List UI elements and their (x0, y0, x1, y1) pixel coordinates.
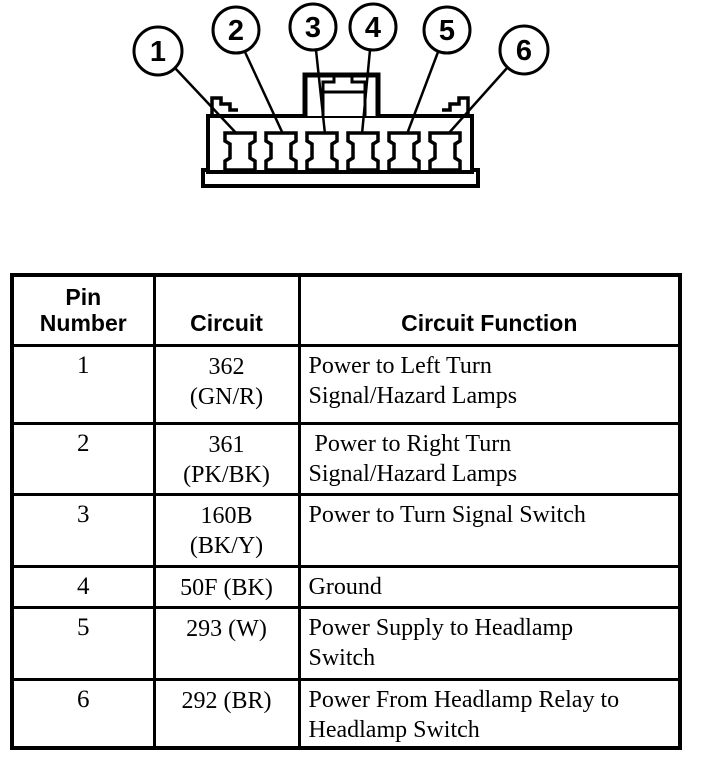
leader-line-6 (447, 67, 508, 135)
callout-circle-5 (422, 5, 472, 55)
callout-circle-3 (288, 2, 338, 52)
pin-cavity-4 (346, 131, 380, 172)
circuit-cell: 293 (W) (152, 605, 301, 681)
callout-label-3: 3 (305, 12, 321, 44)
circuit-function-cell: Power From Headlamp Relay to Headlamp Sw… (297, 677, 682, 750)
header-circuit-function: Circuit Function (297, 273, 682, 347)
table-row: 1 362 (GN/R) Power to Left Turn Signal/H… (10, 343, 682, 425)
circuit-cell: 292 (BR) (152, 677, 301, 750)
corner-tab-right (442, 96, 470, 116)
leader-line-2 (243, 51, 285, 135)
circuit-cell: 50F (BK) (152, 564, 301, 609)
header-circuit: Circuit (152, 273, 301, 347)
callout-circle-2 (211, 5, 261, 55)
circuit-cell: 160B (BK/Y) (152, 492, 301, 568)
leader-line-5 (405, 51, 440, 135)
pin-cavity-3 (305, 131, 339, 172)
callout-label-1: 1 (150, 36, 166, 68)
leader-line-1 (174, 67, 238, 135)
connector-diagram-svg: 1 2 3 4 5 6 (132, 2, 550, 188)
pin-number-cell: 6 (10, 677, 156, 750)
circuit-cell: 362 (GN/R) (152, 343, 301, 425)
latch-button (321, 74, 367, 116)
circuit-function-cell: Power to Left Turn Signal/Hazard Lamps (297, 343, 682, 425)
pin-cavity-5 (387, 131, 421, 172)
pin-cavity-1 (223, 131, 257, 172)
table-row: 6 292 (BR) Power From Headlamp Relay to … (10, 677, 682, 750)
leader-line-4 (360, 49, 372, 135)
pin-number-cell: 5 (10, 605, 156, 681)
callout-label-5: 5 (439, 15, 455, 47)
pin-number-cell: 2 (10, 421, 156, 496)
table-header-row: Pin Number Circuit Circuit Function (10, 273, 682, 347)
circuit-cell: 361 (PK/BK) (152, 421, 301, 496)
circuit-function-cell: Power to Right Turn Signal/Hazard Lamps (297, 421, 682, 496)
leader-line-3 (314, 49, 327, 135)
pin-number-cell: 4 (10, 564, 156, 609)
callout-circle-4 (348, 2, 398, 52)
corner-tab-left (210, 96, 238, 116)
pin-number-cell: 3 (10, 492, 156, 568)
callout-label-2: 2 (228, 15, 244, 47)
table-row: 3 160B (BK/Y) Power to Turn Signal Switc… (10, 492, 682, 568)
connector-pinout-diagram: 1 2 3 4 5 6 (0, 0, 704, 250)
pin-number-cell: 1 (10, 343, 156, 425)
table-row: 4 50F (BK) Ground (10, 564, 682, 609)
circuit-function-cell: Power to Turn Signal Switch (297, 492, 682, 568)
header-pin-number: Pin Number (10, 273, 156, 347)
callout-circle-1 (132, 25, 184, 77)
callout-circle-6 (498, 24, 550, 76)
table-row: 5 293 (W) Power Supply to Headlamp Switc… (10, 605, 682, 681)
circuit-function-cell: Ground (297, 564, 682, 609)
table-row: 2 361 (PK/BK) Power to Right Turn Signal… (10, 421, 682, 496)
callout-label-4: 4 (365, 12, 381, 44)
pinout-table: Pin Number Circuit Circuit Function 1 36… (10, 273, 682, 750)
circuit-function-cell: Power Supply to Headlamp Switch (297, 605, 682, 681)
callout-label-6: 6 (516, 35, 532, 67)
pin-cavity-2 (264, 131, 298, 172)
pin-cavity-6 (428, 131, 462, 172)
